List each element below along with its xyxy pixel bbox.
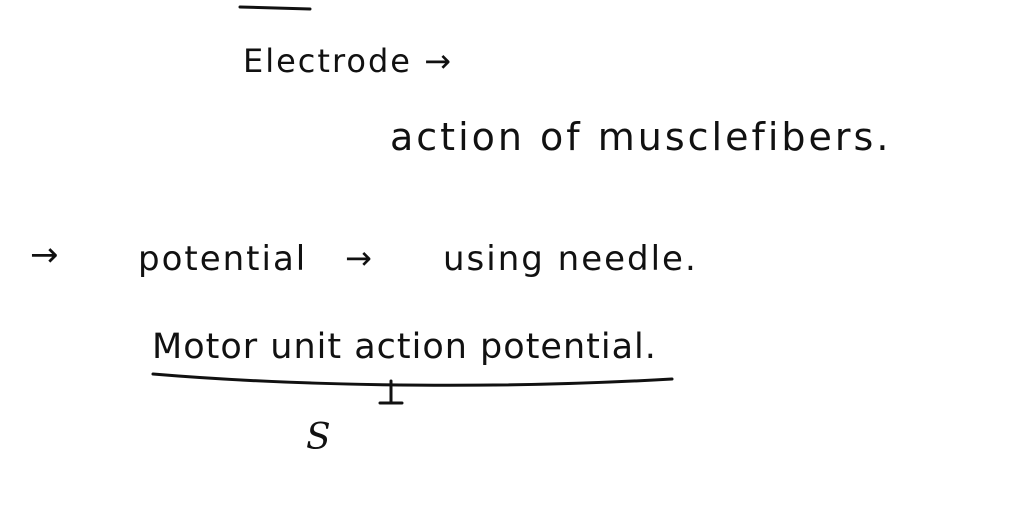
note-using-needle: using needle. [443, 239, 698, 279]
underline-stroke [151, 372, 674, 387]
note-s-glyph: S [306, 417, 333, 458]
note-motor-unit-action-potential: Motor unit action potential. [152, 327, 657, 367]
top-dash-stroke [238, 5, 312, 11]
note-action-of-musclefibers: action of musclefibers. [390, 115, 892, 159]
note-electrode: Electrode → [243, 42, 453, 80]
note-middle-arrow: → [345, 239, 374, 277]
note-potential: potential [138, 239, 308, 279]
note-leading-arrow: → [30, 235, 61, 275]
